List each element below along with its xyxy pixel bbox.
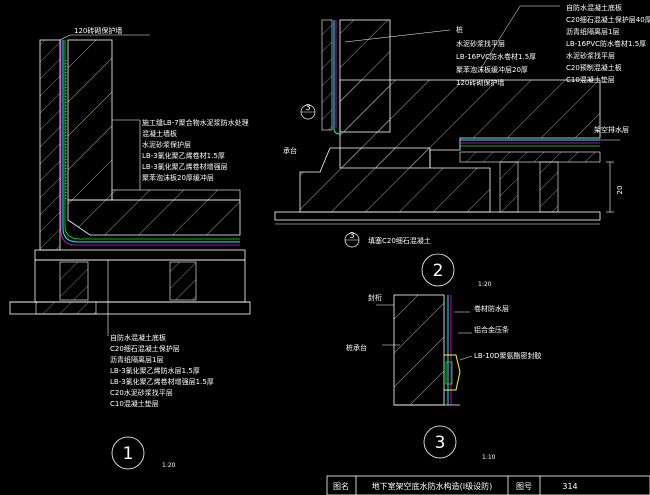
detail-3-scale: 1:10: [482, 454, 496, 461]
d1-top-label: 120砖砌保护墙: [74, 26, 122, 35]
title-block-name: 地下室架空底水防水构造(I级设防): [372, 481, 493, 491]
membrane-cyan: [62, 40, 240, 243]
detail-2-scale: 1:20: [478, 281, 492, 288]
detail-3-number-circle: [423, 425, 457, 459]
d2-left-label-2: 水泥砂浆找平层: [456, 39, 505, 48]
d2-fill-label: 填塞C20细石混凝土: [368, 236, 431, 245]
d3-cap-label: 桩承台: [346, 343, 367, 352]
d1-bottom-label-3: 沥青纸隔离层1层: [110, 355, 163, 364]
d1-bottom-label-6: C20水泥砂浆找平层: [110, 388, 173, 397]
detail-1-number-circle: [111, 436, 145, 470]
detail-3-number: 3: [435, 433, 446, 453]
d2-left-label-5: 120砖砌保护墙: [456, 78, 504, 87]
detail-1-number: 1: [123, 444, 134, 464]
d1-bottom-label-5: LB-3氯化聚乙烯卷材增强层1.5厚: [110, 377, 214, 386]
d2-left-label-4: 聚苯泡沫板缓冲层20厚: [456, 65, 528, 74]
d2-right-label-2: C20细石混凝土保护层40厚: [566, 15, 650, 24]
membrane-magenta: [60, 40, 240, 246]
title-block-num-label: 图号: [516, 482, 532, 491]
title-block-num: 314: [562, 482, 577, 491]
title-block: 图名 地下室架空底水防水构造(I级设防) 图号 314: [326, 475, 650, 495]
d1-bottom-label-4: LB-3氯化聚乙烯防水层1.5厚: [110, 366, 200, 375]
d2-ref-tag-2: 3: [349, 231, 354, 240]
d2-right-label-3: 沥青纸隔离层1层: [566, 27, 619, 36]
d3-top-left-label: 封桁: [368, 293, 382, 302]
d1-bottom-label-1: 自防水混凝土底板: [110, 333, 166, 342]
d2-right-label-6: C20预制混凝土板: [566, 63, 622, 72]
brick-wall: [39, 39, 61, 251]
d2-cap-label: 承台: [283, 146, 297, 155]
detail-2: 20 桩 水泥砂浆找平层 LB-16PVC防水卷材1.5厚 聚苯泡沫板缓冲层20…: [274, 3, 650, 288]
d2-left-label-3: LB-16PVC防水卷材1.5厚: [456, 52, 536, 61]
d2-right-label-7: C10混凝土垫层: [566, 75, 615, 84]
base-slab: [67, 199, 241, 236]
d2-dim: 20: [616, 186, 624, 195]
membrane-green: [64, 40, 240, 240]
d2-right-label-5: 水泥砂浆找平层: [566, 51, 615, 60]
d1-wall-label-6: 聚苯泡沫板20厚缓冲层: [142, 173, 214, 182]
d2-right-label-1: 自防水混凝土底板: [566, 3, 622, 12]
d3-right-label-1: 卷材防水层: [474, 304, 509, 313]
d1-wall-label-2: 混凝土墙板: [142, 129, 177, 138]
d2-left-label-1: 桩: [456, 25, 463, 34]
detail-1-scale: 1:20: [162, 462, 176, 469]
d1-wall-label-3: 水泥砂浆保护层: [142, 140, 191, 149]
concrete-wall: [67, 39, 113, 201]
detail-2-number: 2: [433, 261, 444, 281]
detail-1: 120砖砌保护墙 施工缝LB-7聚合物水泥浆防水处理 混凝土墙板 水泥砂浆保护层…: [9, 26, 251, 470]
d1-wall-label-4: LB-3氯化聚乙烯卷材1.5厚: [142, 151, 225, 160]
d3-right-label-2: 铝合金压条: [474, 325, 509, 334]
d1-bottom-label-7: C10混凝土垫层: [110, 399, 159, 408]
detail-3: 封桁 桩承台 卷材防水层 铝合金压条 LB-10D聚氨酯密封胶 3 1:10: [346, 293, 542, 461]
d1-wall-label-1: 施工缝LB-7聚合物水泥浆防水处理: [142, 118, 249, 127]
title-block-name-label: 图名: [333, 481, 349, 491]
d2-right-label-4: LB-16PVC防水卷材1.5厚: [566, 39, 646, 48]
d2-drain-label: 架空排水层: [594, 125, 629, 134]
d2-ref-tag: 3: [305, 103, 310, 112]
d3-right-label-3: LB-10D聚氨酯密封胶: [474, 351, 542, 360]
d1-wall-label-5: LB-3氯化聚乙烯卷材增强层: [142, 162, 228, 171]
d1-bottom-label-2: C20细石混凝土保护层: [110, 344, 180, 353]
detail-2-number-circle: [421, 253, 455, 287]
